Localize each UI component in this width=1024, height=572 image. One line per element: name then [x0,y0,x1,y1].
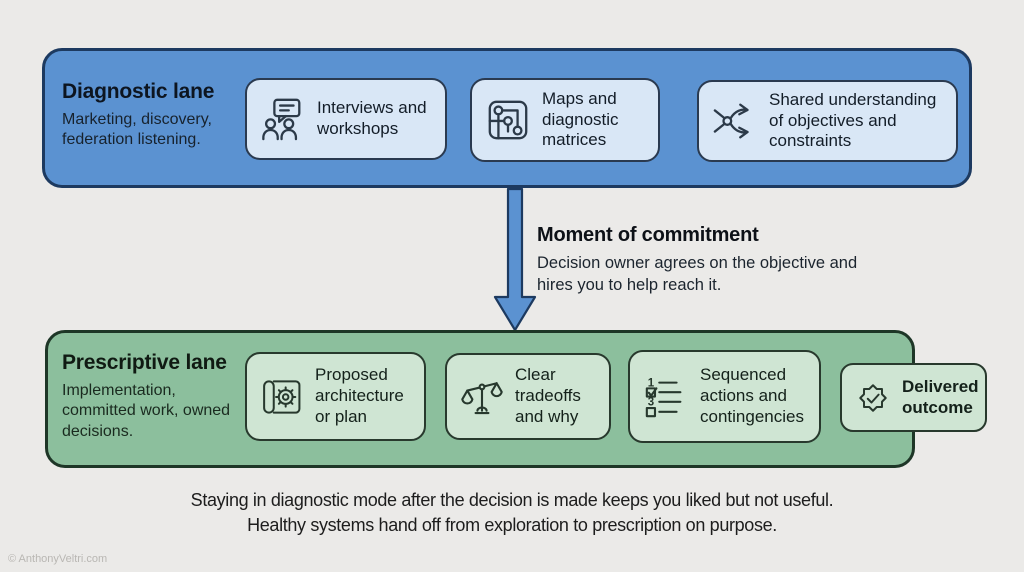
card-label: Proposed architecture or plan [315,365,404,426]
card-delivered-outcome: Delivered outcome [840,363,987,432]
svg-text:1: 1 [648,377,655,389]
balance-scale-icon [460,375,504,419]
card-label: Interviews and workshops [317,98,427,138]
card-clear-tradeoffs: Clear tradeoffs and why [445,353,611,440]
svg-text:3: 3 [648,396,654,408]
card-interviews-workshops: Interviews and workshops [245,78,447,160]
card-label: Maps and diagnostic matrices [542,88,619,150]
prescriptive-lane: Prescriptive lane Implementation, commit… [45,330,987,468]
card-label: Sequenced actions and contingencies [700,365,804,426]
card-shared-understanding: Shared understanding of objectives and c… [697,80,958,162]
card-label: Shared understanding of objectives and c… [769,89,937,151]
prescriptive-lane-subtitle: Implementation, committed work, owned de… [62,382,231,440]
numbered-checklist-icon: 1 3 [643,374,689,420]
prescriptive-lane-header: Prescriptive lane Implementation, commit… [62,351,234,442]
card-label: Clear tradeoffs and why [515,365,581,426]
diagnostic-lane-subtitle: Marketing, discovery, federation listeni… [62,111,212,149]
commitment-title: Moment of commitment [537,224,759,246]
diagnostic-lane-title: Diagnostic lane [62,80,215,103]
prescriptive-lane-title: Prescriptive lane [62,351,227,374]
badge-check-icon [855,380,891,416]
card-sequenced-actions: 1 3 Sequenced actions and contingencies [628,350,821,443]
card-maps-matrices: Maps and diagnostic matrices [470,78,660,162]
caption-line-2: Healthy systems hand off from exploratio… [247,515,777,535]
node-map-icon [485,97,531,143]
watermark: © AnthonyVeltri.com [8,553,108,565]
scroll-gear-icon [260,375,304,419]
caption-line-1: Staying in diagnostic mode after the dec… [190,490,834,510]
commitment-callout: Moment of commitment Decision owner agre… [537,224,867,297]
commitment-description: Decision owner agrees on the objective a… [537,254,858,294]
card-proposed-architecture: Proposed architecture or plan [245,352,426,441]
commitment-arrow-icon [493,187,537,332]
chat-people-icon [260,96,306,142]
diagnostic-lane-header: Diagnostic lane Marketing, discovery, fe… [62,80,244,151]
split-arrows-icon [712,98,758,144]
diagnostic-lane: Diagnostic lane Marketing, discovery, fe… [42,48,972,188]
card-label: Delivered outcome [902,376,979,417]
